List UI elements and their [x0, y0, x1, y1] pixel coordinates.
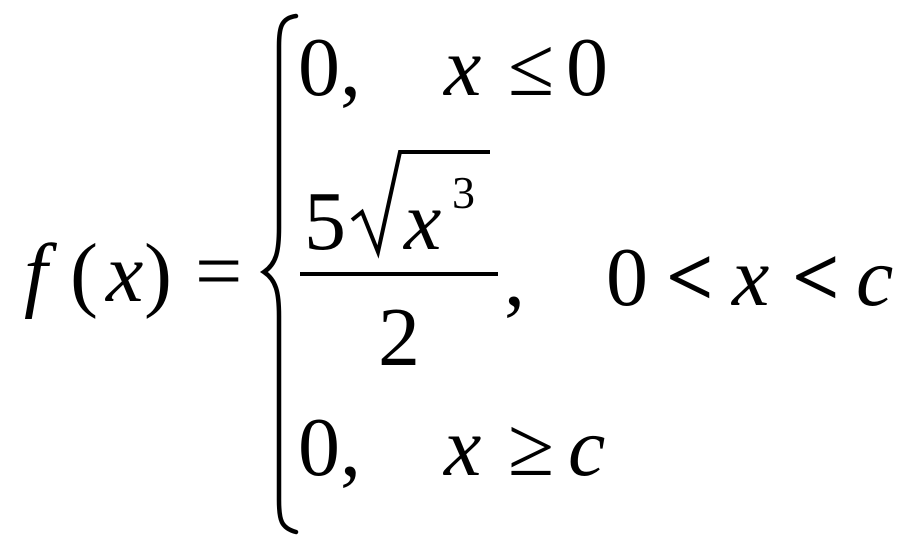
- case2-upper-bound: c: [856, 231, 894, 324]
- close-paren: ): [144, 227, 172, 320]
- case2-exponent: 3: [452, 167, 475, 218]
- case2-denominator: 2: [378, 291, 420, 384]
- case2-operator-2: <: [792, 231, 840, 324]
- case2-operator-1: <: [666, 231, 714, 324]
- case2-variable: x: [732, 231, 770, 324]
- case3-value: 0,: [298, 401, 361, 494]
- case3-bound: c: [568, 401, 606, 494]
- case3-variable: x: [444, 401, 482, 494]
- case2-comma: ,: [504, 231, 525, 324]
- function-variable: x: [106, 227, 144, 320]
- case2-radicand-base: x: [404, 175, 442, 268]
- case2-lower-bound: 0: [606, 231, 648, 324]
- case1-value: 0,: [298, 21, 361, 114]
- case1-bound: 0: [566, 21, 608, 114]
- open-paren: (: [70, 227, 98, 320]
- case3-operator: ≥: [508, 401, 555, 494]
- equals-sign: =: [195, 225, 243, 318]
- function-name: f: [24, 227, 48, 320]
- case1-operator: ≤: [508, 21, 555, 114]
- case2-coefficient: 5: [304, 175, 346, 268]
- case1-variable: x: [444, 21, 482, 114]
